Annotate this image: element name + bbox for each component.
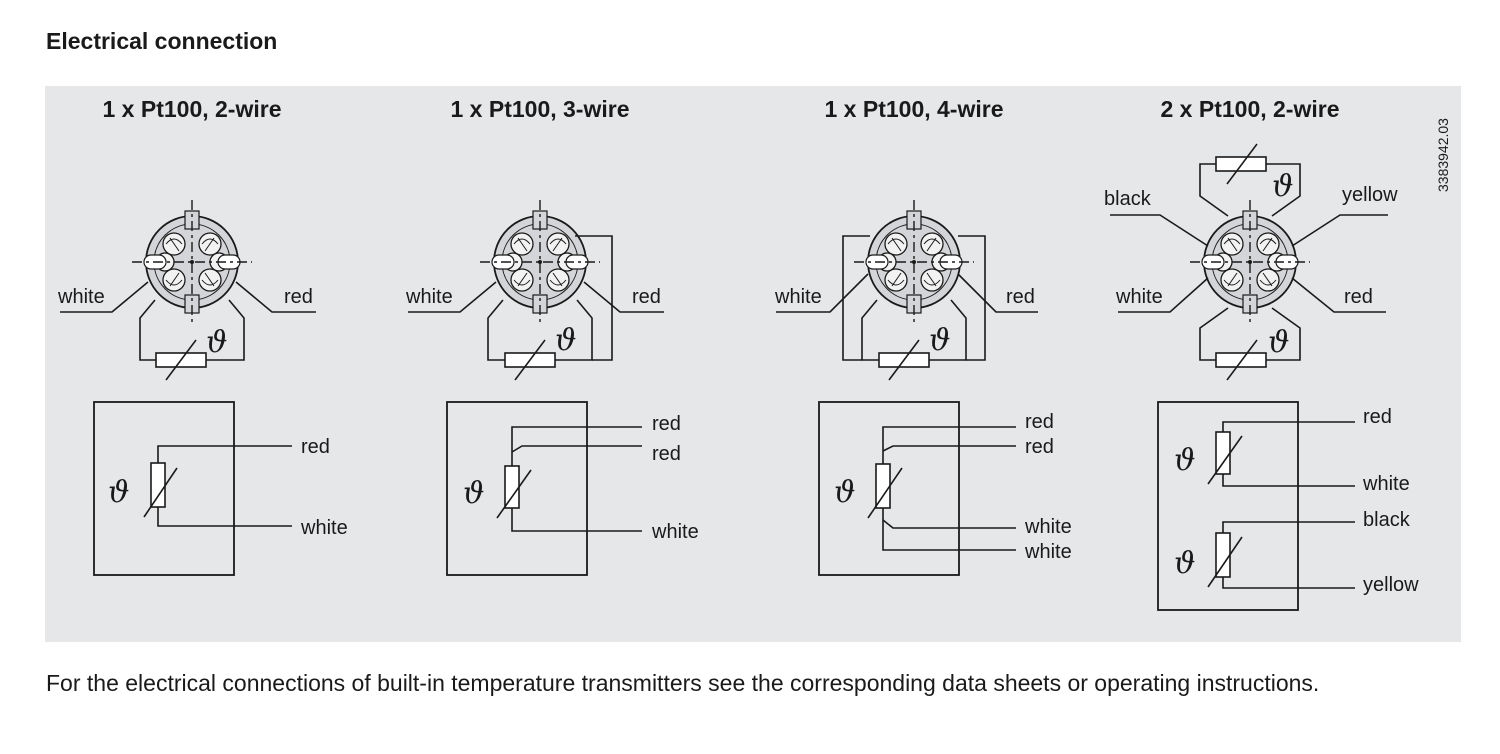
schematic-4wire [818, 401, 1016, 576]
theta-symbol: ϑ [1272, 169, 1293, 204]
schematic-label: red [1025, 436, 1054, 458]
wire-label-white: white [57, 286, 105, 308]
schematic-2wire [93, 401, 292, 576]
schematic-label: white [1362, 473, 1410, 495]
theta-symbol: ϑ [929, 323, 950, 358]
theta-symbol: ϑ [1268, 325, 1289, 360]
wire-label-black: black [1104, 188, 1152, 210]
diagram-title-2wire: 1 x Pt100, 2-wire [103, 96, 282, 122]
schematic-label: black [1363, 509, 1411, 531]
schematic-label: red [652, 413, 681, 435]
wire-label-red: red [1344, 286, 1373, 308]
theta-symbol: ϑ [108, 475, 129, 510]
schematic-label: white [651, 521, 699, 543]
wire-label-red: red [632, 286, 661, 308]
schematic-label: red [1363, 406, 1392, 428]
wire-label-yellow: yellow [1342, 184, 1398, 206]
theta-symbol: ϑ [206, 325, 227, 360]
theta-symbol: ϑ [834, 475, 855, 510]
wire-label-red: red [1006, 286, 1035, 308]
schematic-label: white [1024, 516, 1072, 538]
schematic-label: red [652, 443, 681, 465]
wire-label-white: white [405, 286, 453, 308]
schematic-label: yellow [1363, 574, 1419, 596]
schematic-dual-2wire [1157, 401, 1355, 611]
schematic-label: white [1024, 541, 1072, 563]
theta-symbol: ϑ [1174, 443, 1195, 478]
wire-label-red: red [284, 286, 313, 308]
connector-diagram-2wire [60, 199, 316, 381]
connector-diagram-4wire [776, 199, 1038, 381]
section-heading: Electrical connection [46, 28, 278, 54]
schematic-label: red [301, 436, 330, 458]
theta-symbol: ϑ [463, 476, 484, 511]
wire-label-white: white [774, 286, 822, 308]
schematic-3wire [446, 401, 642, 576]
drawing-number: 3383942.03 [1435, 118, 1451, 192]
diagram-title-4wire: 1 x Pt100, 4-wire [825, 96, 1004, 122]
diagram-title-dual-2wire: 2 x Pt100, 2-wire [1161, 96, 1340, 122]
schematic-label: white [300, 517, 348, 539]
footer-note: For the electrical connections of built-… [46, 670, 1320, 696]
theta-symbol: ϑ [555, 323, 576, 358]
theta-symbol: ϑ [1174, 546, 1195, 581]
connector-diagram-3wire [408, 199, 664, 381]
schematic-label: red [1025, 411, 1054, 433]
diagram-title-3wire: 1 x Pt100, 3-wire [451, 96, 630, 122]
wire-label-white: white [1115, 286, 1163, 308]
connector-diagram-dual-2wire [1110, 143, 1388, 381]
